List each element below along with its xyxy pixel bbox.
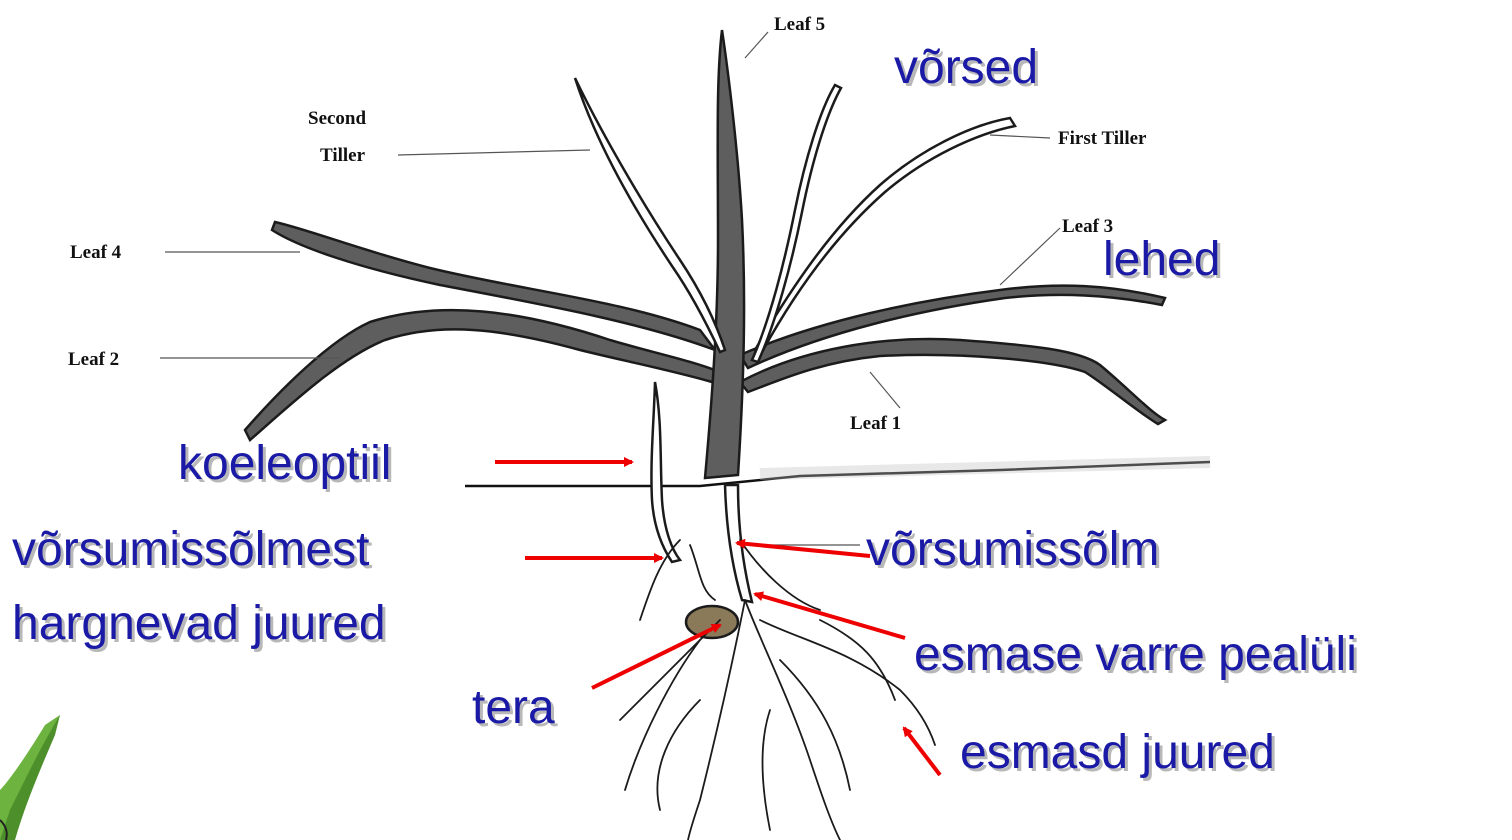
label-vorsed: võrsed xyxy=(894,41,1038,94)
arrow-pealuli xyxy=(755,594,905,638)
arrow-esmased-juured xyxy=(904,728,940,775)
label-tera: tera xyxy=(472,681,555,734)
leaf-5-shape xyxy=(705,30,744,478)
label-leaf4: Leaf 4 xyxy=(70,242,122,263)
label-leaf2: Leaf 2 xyxy=(68,349,119,370)
label-first-tiller: First Tiller xyxy=(1058,128,1147,149)
estonian-labels: võrsed võrsed lehed lehed koeleoptiil ko… xyxy=(12,41,1360,782)
label-pealuli: esmase varre pealüli xyxy=(914,628,1357,681)
label-second-tiller-2: Tiller xyxy=(320,145,366,166)
seed-shape xyxy=(686,606,738,638)
leaf-1-shape xyxy=(740,339,1165,424)
label-vorsumissolmest-2: hargnevad juured xyxy=(12,597,386,650)
label-leaf5: Leaf 5 xyxy=(774,14,825,35)
coleoptile-shape xyxy=(651,382,680,562)
arrow-tera xyxy=(592,625,720,688)
label-second-tiller-1: Second xyxy=(308,108,367,129)
label-esmased-juured: esmasd juured xyxy=(960,726,1275,779)
label-vorsumissolmest-1: võrsumissõlmest xyxy=(12,523,369,576)
logo-blade-icon xyxy=(0,715,60,840)
label-koleoptiil: koeleoptiil xyxy=(178,437,391,490)
label-leaf1: Leaf 1 xyxy=(850,413,901,434)
label-lehed: lehed xyxy=(1103,233,1220,286)
soil-line xyxy=(465,462,1210,486)
plant-drawing xyxy=(245,30,1165,840)
label-vorsumissolm: võrsumissõlm xyxy=(866,523,1159,576)
